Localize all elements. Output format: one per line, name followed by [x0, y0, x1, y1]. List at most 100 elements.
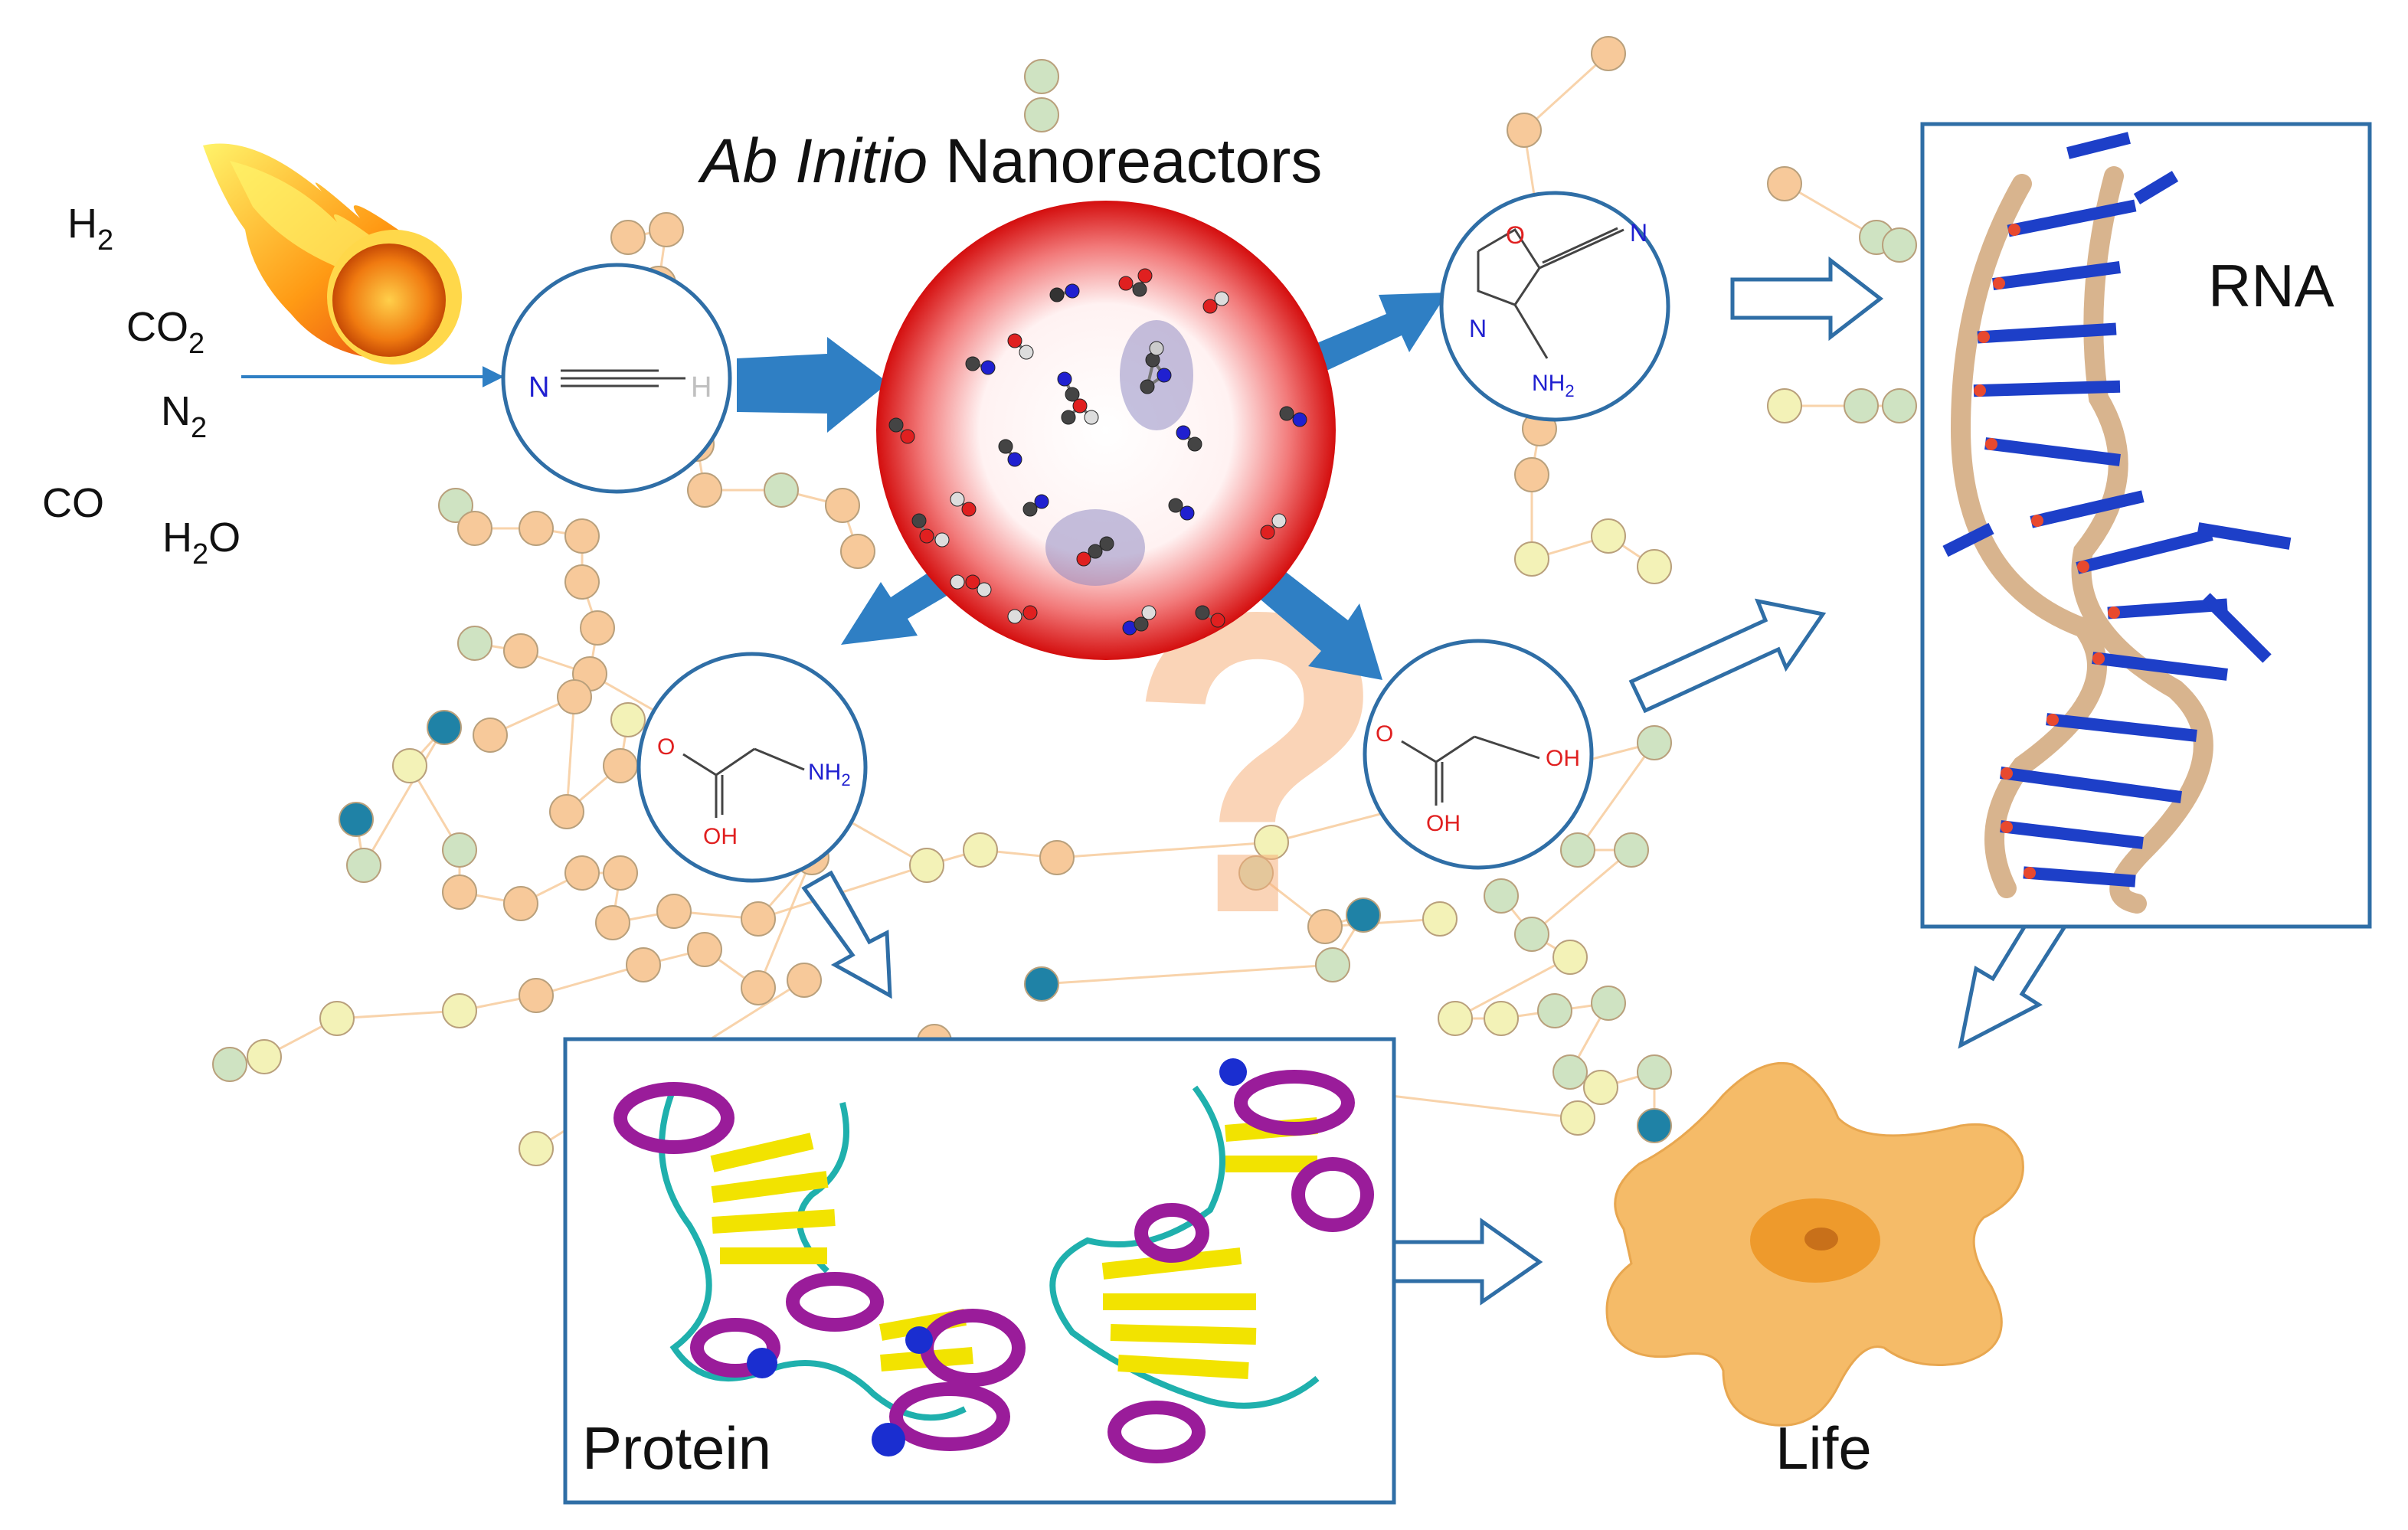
n2-label: N2	[161, 388, 207, 444]
protein-coil	[797, 1102, 849, 1273]
network-node	[1637, 549, 1672, 584]
sphere-molecule	[1022, 494, 1049, 517]
network-node	[1024, 59, 1059, 94]
protein-alpha-helix	[786, 1272, 884, 1332]
network-node	[1039, 840, 1075, 875]
sphere-molecule	[1007, 333, 1034, 360]
rna-base-pair	[2092, 652, 2228, 681]
rna-sugar-node	[2046, 714, 2059, 726]
rna-base-pair	[2197, 522, 2292, 550]
rna-sugar-node	[1985, 438, 1997, 450]
network-node	[442, 832, 477, 868]
network-node	[1514, 457, 1549, 492]
network-node	[564, 855, 600, 891]
network-node	[1315, 947, 1350, 982]
network-edge	[1324, 917, 1441, 928]
network-node	[564, 564, 600, 600]
rna-base-pair	[1999, 766, 2183, 804]
network-node	[1484, 878, 1519, 914]
network-node	[603, 855, 638, 891]
network-node	[764, 472, 799, 508]
protein-alpha-helix	[889, 1382, 1010, 1451]
network-node	[741, 901, 776, 937]
network-node	[212, 1047, 247, 1082]
rna-strand	[1950, 174, 2107, 898]
sphere-molecule	[1049, 283, 1080, 302]
protein-coil	[1049, 1085, 1320, 1409]
sphere-molecule	[1057, 371, 1080, 402]
protein-coils	[659, 1085, 1320, 1421]
protein-helix-segment	[905, 1326, 933, 1354]
protein-alpha-helix	[613, 1082, 735, 1154]
rna-base-pair	[2000, 820, 2144, 849]
network-edge	[1523, 52, 1610, 132]
protein-sheets	[710, 1117, 1318, 1379]
arrow-glycolic-to-rna	[1628, 598, 1827, 714]
rna-base-pair	[2133, 171, 2179, 204]
glycolic-acid-molecule-circle: O OH OH	[1363, 639, 1594, 870]
protein-alpha-helix	[1291, 1157, 1374, 1232]
network-node	[392, 748, 427, 783]
svg-text:O: O	[657, 734, 675, 760]
arrow-oxazole-to-rna	[1730, 256, 1884, 342]
network-node	[442, 875, 477, 910]
co2-label: CO2	[126, 304, 204, 360]
network-node	[1346, 897, 1381, 933]
network-node	[1591, 986, 1626, 1021]
network-node	[1307, 909, 1343, 944]
network-edge	[336, 1009, 460, 1020]
network-node	[519, 978, 554, 1013]
rna-base-pair	[2030, 490, 2145, 528]
network-node	[1591, 518, 1626, 554]
network-node	[1767, 166, 1802, 201]
network-node	[247, 1039, 282, 1074]
network-node	[473, 718, 508, 753]
network-nodes	[212, 36, 1917, 1166]
highlight-imidazole	[1120, 320, 1193, 430]
rna-sugar-node	[2108, 606, 2120, 619]
network-node	[1514, 541, 1549, 577]
sphere-molecule	[1168, 498, 1195, 521]
network-node	[687, 472, 722, 508]
cell-icon	[1605, 1061, 2024, 1427]
sphere-molecules	[888, 268, 1307, 636]
arrow-glycine-to-protein	[801, 870, 892, 999]
network-node	[438, 488, 473, 523]
sphere-molecule	[1076, 536, 1114, 567]
network-node	[457, 511, 492, 546]
network-node	[626, 947, 661, 982]
life-label: Life	[1775, 1414, 1872, 1482]
sphere-molecule	[965, 574, 992, 597]
rna-base-pair	[1942, 522, 1994, 557]
network-edge	[535, 963, 644, 997]
network-node	[1560, 1100, 1595, 1136]
network-node	[1637, 1108, 1672, 1143]
network-node	[1438, 1001, 1473, 1036]
rna-strand	[2071, 166, 2213, 914]
arrow-hcn-to-reactor	[737, 337, 888, 433]
network-edge	[1576, 742, 1656, 851]
network-node	[1507, 113, 1542, 148]
sphere-molecule	[1195, 605, 1225, 628]
network-edge	[1454, 956, 1571, 1020]
sphere-molecule	[1176, 425, 1202, 452]
protein-helix-segment	[872, 1423, 905, 1456]
network-node	[457, 626, 492, 661]
hollow-arrows	[801, 256, 2086, 1306]
rna-base-pair	[1992, 261, 2121, 290]
sphere-molecule	[1061, 398, 1099, 425]
network-node	[1024, 97, 1059, 132]
svg-text:H: H	[691, 371, 712, 404]
network-node	[741, 970, 776, 1005]
sphere-molecule	[1118, 268, 1153, 297]
network-node	[549, 794, 584, 829]
fireball-icon	[203, 143, 462, 365]
rna-base-pair	[2023, 866, 2136, 888]
network-node	[1422, 901, 1458, 937]
rna-sugar-node	[2077, 561, 2089, 573]
network-edge	[1041, 963, 1333, 986]
h2-label: H2	[67, 201, 113, 257]
network-node	[610, 220, 646, 255]
network-node	[1637, 1054, 1672, 1090]
sphere-molecule	[1279, 406, 1307, 427]
